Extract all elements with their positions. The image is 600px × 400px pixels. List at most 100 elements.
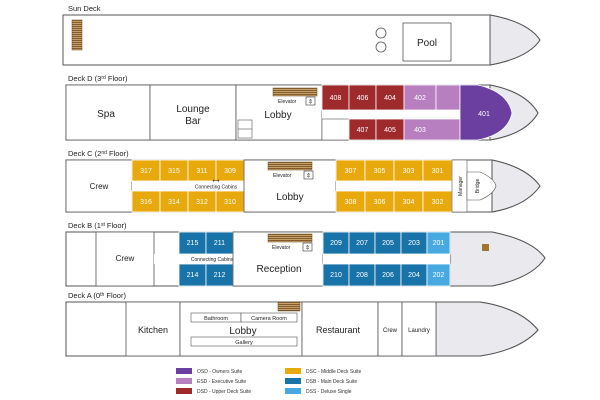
laundry-label: Laundry bbox=[408, 328, 430, 334]
deck-a-title: Deck A (0th Floor) bbox=[68, 291, 126, 300]
cabin-304-label: 304 bbox=[403, 199, 415, 206]
sun-deck-circle-1 bbox=[375, 27, 387, 39]
deck-c-title: Deck C (2nd Floor) bbox=[68, 149, 129, 158]
deck-c-connect-arrow-top: ⟷ bbox=[212, 179, 219, 185]
cabin-408[interactable] bbox=[321, 84, 350, 111]
deck-b-crew-label: Crew bbox=[116, 254, 135, 263]
deck-c-stairs bbox=[267, 161, 313, 171]
deck-d-service-room bbox=[321, 118, 350, 141]
kitchen-label: Kitchen bbox=[138, 325, 168, 335]
deck-a-stairs bbox=[277, 301, 301, 312]
deck-a-crew bbox=[377, 301, 403, 357]
bridge bbox=[466, 171, 497, 201]
cabin-406-label: 406 bbox=[357, 95, 369, 102]
laundry bbox=[401, 301, 437, 357]
deck-d-elevator-icon bbox=[305, 96, 316, 106]
cabin-316-label: 316 bbox=[140, 199, 152, 206]
legend-label-dsc: DSC - Middle Deck Suite bbox=[306, 369, 362, 375]
cabin-210-label: 210 bbox=[330, 272, 342, 279]
bar-label: Bar bbox=[185, 116, 201, 127]
deck-b-elevator-label: Elevator bbox=[272, 245, 291, 251]
cabin-403-label: 403 bbox=[414, 127, 426, 134]
deck-c-elevator-icon bbox=[303, 170, 314, 180]
sun-deck-title: Sun Deck bbox=[68, 4, 101, 13]
cabin-204-label: 204 bbox=[408, 272, 420, 279]
deck-b-corridor bbox=[154, 254, 233, 264]
legend-label-osd: OSD - Owners Suite bbox=[197, 369, 243, 375]
cabin-309-label: 309 bbox=[224, 168, 236, 175]
cabin-311-label: 311 bbox=[196, 168, 207, 175]
deck-a-lobby-label: Lobby bbox=[229, 326, 256, 337]
cabin-306-label: 306 bbox=[374, 199, 386, 206]
legend-swatch-esd bbox=[176, 378, 192, 384]
pool bbox=[402, 22, 452, 62]
lounge-label: Lounge bbox=[176, 104, 210, 115]
deck-b-title: Deck B (1st Floor) bbox=[68, 221, 127, 230]
spa-label: Spa bbox=[97, 109, 115, 120]
cabin-402[interactable] bbox=[403, 84, 437, 111]
legend-swatch-dss bbox=[285, 388, 301, 394]
cabin-406[interactable] bbox=[348, 84, 377, 111]
deck-b-elevator-icon bbox=[302, 242, 313, 252]
deck-b-corridor-right bbox=[323, 254, 450, 264]
cabin-308-label: 308 bbox=[345, 199, 357, 206]
cabin-401[interactable] bbox=[459, 84, 513, 141]
cabin-206-label: 206 bbox=[382, 272, 394, 279]
cabin-312-label: 312 bbox=[196, 199, 208, 206]
legend-label-dsd: DSD - Upper Deck Suite bbox=[197, 389, 251, 395]
cabin-408-label: 408 bbox=[330, 95, 342, 102]
cabin-402-label: 402 bbox=[414, 95, 426, 102]
bathroom-label: Bathroom bbox=[204, 316, 228, 322]
cabin-310-label: 310 bbox=[224, 199, 236, 206]
deck-c-corridor bbox=[132, 181, 244, 191]
cabin-401-label: 401 bbox=[478, 111, 490, 118]
deck-b-bow-icon bbox=[482, 244, 489, 251]
reception-label: Reception bbox=[256, 264, 301, 275]
deck-d-lobby-label: Lobby bbox=[264, 110, 291, 121]
gallery-label: Gallery bbox=[235, 340, 253, 346]
bridge-label: Bridge bbox=[475, 179, 481, 194]
cabin-212-label: 212 bbox=[214, 272, 226, 279]
legend-swatch-osd bbox=[176, 368, 192, 374]
legend-label-esd: ESD - Executive Suite bbox=[197, 379, 246, 385]
deck-d-stairs bbox=[272, 87, 318, 97]
legend-label-dsb: DSB - Main Deck Suite bbox=[306, 379, 357, 385]
sun-deck-stairs bbox=[71, 19, 83, 51]
cabin-407-label: 407 bbox=[357, 127, 369, 134]
deck-c-bow bbox=[491, 159, 541, 213]
cabin-208-label: 208 bbox=[356, 272, 368, 279]
deck-c-elevator-arrows: ⇕ bbox=[306, 173, 311, 180]
deck-d-elevator-arrows: ⇕ bbox=[308, 99, 313, 106]
legend-label-dss: DSS - Deluxe Single bbox=[306, 389, 352, 395]
cabin-315-label: 315 bbox=[168, 168, 180, 175]
camera-room-label: Camera Room bbox=[251, 316, 287, 322]
deck-b-bow bbox=[449, 231, 546, 287]
sun-deck-circle-2 bbox=[375, 41, 387, 53]
cabin-402-extension bbox=[435, 84, 461, 111]
deck-d-corridor bbox=[322, 110, 460, 119]
deck-d-elevator-label: Elevator bbox=[278, 99, 297, 105]
deck-c-crew-label: Crew bbox=[90, 182, 109, 191]
cabin-207-label: 207 bbox=[356, 240, 368, 247]
cabin-403[interactable] bbox=[403, 118, 461, 141]
sun-deck-bow bbox=[489, 14, 541, 66]
cabin-301-label: 301 bbox=[432, 168, 444, 175]
camera-room bbox=[240, 312, 298, 323]
cabin-305-label: 305 bbox=[374, 168, 386, 175]
cabin-307-label: 307 bbox=[345, 168, 357, 175]
gallery bbox=[190, 336, 298, 347]
lounge-bar bbox=[149, 84, 237, 141]
deck-b-elevator-arrows: ⇕ bbox=[305, 245, 310, 252]
cabin-314-label: 314 bbox=[168, 199, 180, 206]
kitchen bbox=[125, 301, 181, 357]
cabin-214-label: 214 bbox=[187, 272, 199, 279]
deck-c-connecting-label: Connecting Cabins bbox=[195, 185, 238, 191]
deck-a-crew-label: Crew bbox=[383, 328, 398, 334]
deck-c-elevator-label: Elevator bbox=[273, 173, 292, 179]
deck-c-corridor-right bbox=[336, 181, 452, 191]
restaurant bbox=[301, 301, 379, 357]
cabin-202-label: 202 bbox=[433, 272, 445, 279]
cabin-404[interactable] bbox=[375, 84, 405, 111]
legend-swatch-dsb bbox=[285, 378, 301, 384]
pool-label: Pool bbox=[417, 38, 437, 49]
